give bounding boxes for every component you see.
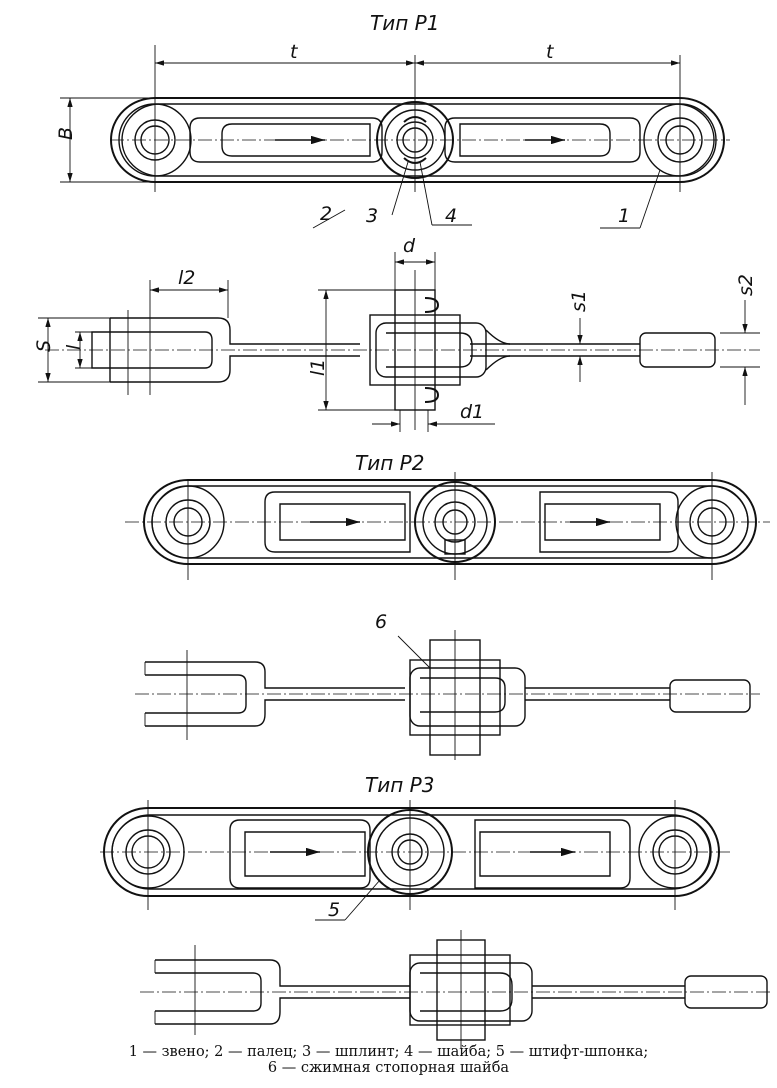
dim-l1: l1 (307, 359, 329, 376)
title-p1: Тип Р1 (370, 11, 439, 35)
callout-4: 4 (445, 205, 457, 227)
dim-t-left: t (290, 41, 299, 63)
callout-5: 5 (328, 899, 340, 921)
callout-2: 2 (320, 203, 332, 225)
dim-d: d (403, 235, 416, 257)
dim-s1: s1 (568, 290, 590, 312)
callout-1: 1 (618, 205, 630, 227)
p1-side-view: l2 S l l1 d d1 s1 s2 (33, 235, 760, 432)
dim-l: l (63, 344, 85, 350)
dim-s2: s2 (735, 274, 757, 296)
dim-S: S (33, 340, 55, 352)
legend-caption: 1 — звено; 2 — палец; 3 — шплинт; 4 — ша… (0, 1044, 777, 1076)
callout-3: 3 (366, 205, 378, 227)
callout-6: 6 (375, 611, 387, 633)
title-p2: Тип Р2 (355, 451, 424, 475)
dim-d1: d1 (460, 401, 484, 423)
dim-l2: l2 (178, 267, 195, 289)
p3-top-view: Тип Р3 5 (100, 773, 730, 921)
p2-side-view: 6 (135, 611, 760, 760)
title-p3: Тип Р3 (365, 773, 434, 797)
caption-line-1: 1 — звено; 2 — палец; 3 — шплинт; 4 — ша… (128, 1044, 649, 1060)
p3-side-view (140, 930, 770, 1048)
caption-line-2: 6 — сжимная стопорная шайба (267, 1060, 510, 1076)
p2-top-view: Тип Р2 (125, 451, 770, 580)
dim-B: B (55, 127, 77, 140)
dim-t-right: t (546, 41, 555, 63)
p1-top-view: Тип Р1 t t (55, 11, 730, 229)
